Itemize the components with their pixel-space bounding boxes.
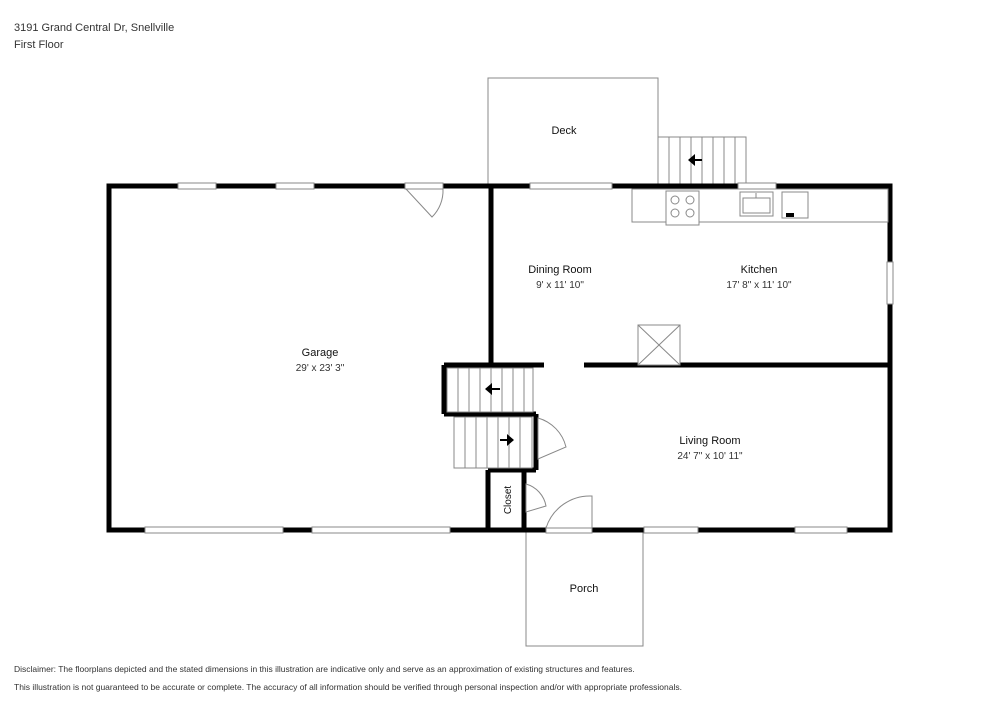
exterior-walls — [106, 183, 893, 533]
front-door — [545, 495, 593, 529]
basement-stairs-upper — [446, 367, 534, 413]
interior-walls — [441, 186, 890, 530]
garage-label: Garage — [302, 347, 339, 359]
basement-stairs-lower — [453, 416, 533, 469]
garage-dimensions: 29' x 23' 3" — [296, 363, 345, 374]
kitchen-counter — [631, 188, 889, 223]
garage-entry-door — [404, 188, 444, 218]
kitchen-label: Kitchen — [741, 264, 778, 276]
dining-room-dimensions: 9' x 11' 10" — [536, 280, 584, 291]
closet-label: Closet — [503, 486, 514, 515]
living-room-dimensions: 24' 7" x 10' 11" — [677, 451, 743, 462]
disclaimer-line-1: Disclaimer: The floorplans depicted and … — [14, 664, 635, 674]
deck-label: Deck — [551, 125, 577, 137]
porch-label: Porch — [570, 583, 599, 595]
stove-icon — [665, 190, 700, 226]
closet-door — [525, 483, 547, 513]
property-address: 3191 Grand Central Dr, Snellville — [14, 22, 175, 34]
deck-stairs — [657, 136, 747, 187]
living-room-label: Living Room — [679, 435, 740, 447]
floor-label: First Floor — [14, 39, 64, 51]
kitchen-dimensions: 17' 8" x 11' 10" — [726, 280, 792, 291]
stairs-door — [537, 417, 567, 460]
dining-room-label: Dining Room — [528, 264, 592, 276]
deck-stairs-arrow-icon — [688, 154, 702, 166]
disclaimer-line-2: This illustration is not guaranteed to b… — [14, 682, 682, 692]
stairs-arrow-left-icon — [485, 383, 500, 395]
sink-icon — [739, 191, 774, 217]
windows — [144, 182, 894, 534]
dishwasher-icon — [781, 191, 809, 219]
stairs-arrow-right-icon — [500, 434, 514, 446]
kitchen-island — [637, 324, 681, 366]
